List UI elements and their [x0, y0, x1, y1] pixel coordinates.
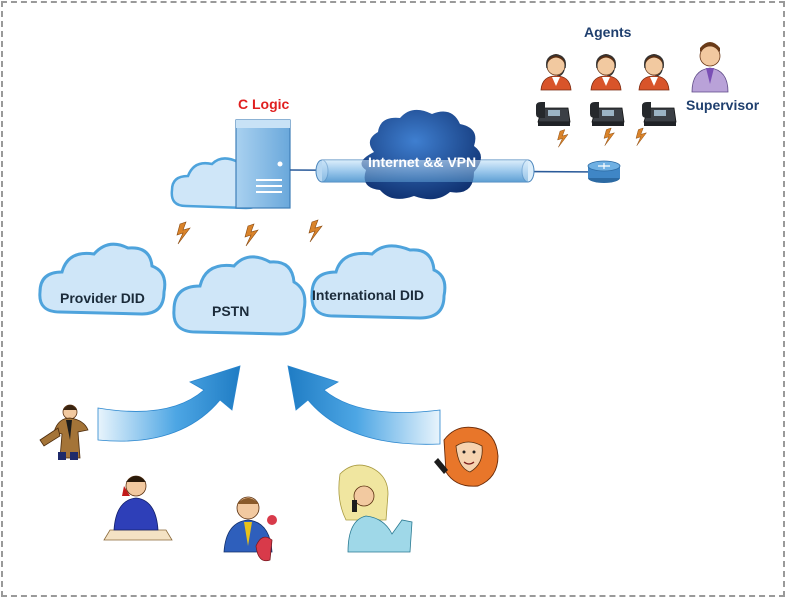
lightning-icon	[244, 223, 259, 247]
agent-headset-icon	[638, 53, 670, 91]
vpn-link-label: Internet && VPN	[368, 154, 477, 170]
ip-phone-icon	[589, 101, 625, 127]
internet-cloud-icon	[322, 109, 528, 200]
lightning-icon	[603, 127, 615, 146]
supervisor-icon	[691, 42, 729, 93]
provider-did-label: Provider DID	[60, 290, 145, 306]
pstn-cloud	[172, 255, 307, 336]
lightning-icon	[176, 221, 191, 245]
ip-phone-icon	[641, 101, 677, 127]
international-did-cloud	[310, 244, 447, 320]
caller-person-icon	[223, 496, 277, 562]
router-icon	[587, 160, 621, 183]
caller-person-icon	[103, 475, 173, 541]
pstn-label: PSTN	[212, 303, 250, 319]
agent-headset-icon	[590, 53, 622, 91]
ip-phone-icon	[535, 101, 571, 127]
lightning-icon	[308, 219, 323, 243]
caller-person-icon	[338, 464, 413, 553]
server-icon	[235, 119, 291, 209]
agents-label: Agents	[584, 24, 632, 40]
incoming-arrow-right	[287, 365, 441, 445]
lightning-icon	[635, 127, 647, 146]
incoming-arrow-left	[97, 365, 241, 442]
provider-did-cloud	[38, 242, 167, 316]
agent-headset-icon	[540, 53, 572, 91]
caller-person-icon	[39, 404, 89, 460]
caller-person-icon	[434, 426, 499, 487]
lightning-icon	[557, 129, 569, 148]
supervisor-label: Supervisor	[686, 97, 760, 113]
international-did-label: International DID	[312, 287, 425, 303]
server-label: C Logic	[238, 96, 290, 112]
